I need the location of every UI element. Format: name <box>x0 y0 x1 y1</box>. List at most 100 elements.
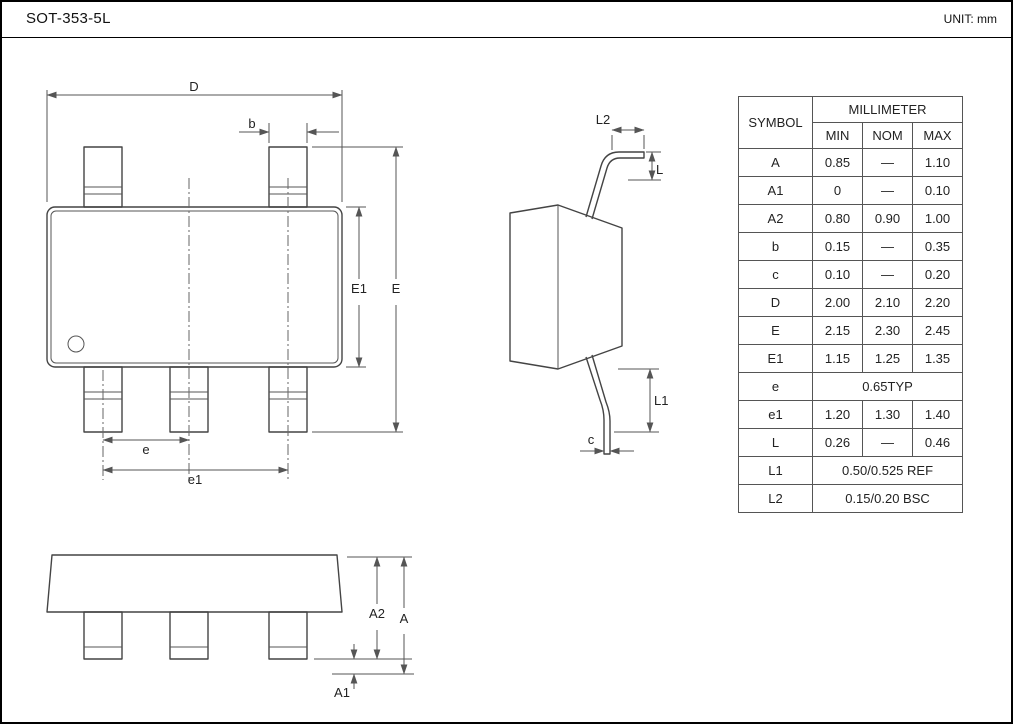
dim-value: 0.90 <box>862 204 913 233</box>
col-header-min: MIN <box>812 122 863 149</box>
dim-value: 1.40 <box>912 400 963 429</box>
dim-value: 0 <box>812 176 863 205</box>
pin <box>169 611 209 660</box>
dim-A2: A2 <box>369 556 385 660</box>
package-body-side <box>509 204 623 370</box>
package-title: SOT-353-5L <box>26 10 111 27</box>
col-header-max: MAX <box>912 122 963 149</box>
dim-value: 2.20 <box>912 288 963 317</box>
dim-value: 0.20 <box>912 260 963 289</box>
dim-symbol: E <box>738 316 813 345</box>
dim-symbol: A1 <box>738 176 813 205</box>
dim-b: b <box>239 116 339 143</box>
dim-value: 0.50/0.525 REF <box>812 456 963 485</box>
dim-symbol: L2 <box>738 484 813 513</box>
dim-symbol: e1 <box>738 400 813 429</box>
dim-value: 2.00 <box>812 288 863 317</box>
dim-value: — <box>862 260 913 289</box>
col-header-nom: NOM <box>862 122 913 149</box>
dim-value: 1.00 <box>912 204 963 233</box>
dim-label-A1: A1 <box>334 685 350 700</box>
dim-value: — <box>862 176 913 205</box>
dim-value: 1.20 <box>812 400 863 429</box>
dim-label-e1: e1 <box>188 472 202 487</box>
side-view: L2 L L1 c <box>509 112 668 455</box>
dim-E: E <box>312 146 403 433</box>
dim-A1: A1 <box>334 644 358 700</box>
pin <box>83 146 123 208</box>
dim-value: 0.26 <box>812 428 863 457</box>
dim-value: 0.10 <box>812 260 863 289</box>
dim-value: 2.45 <box>912 316 963 345</box>
top-view: D b E1 E <box>46 79 403 487</box>
dim-value: 1.10 <box>912 148 963 177</box>
dim-value: 0.46 <box>912 428 963 457</box>
dim-symbol: e <box>738 372 813 401</box>
dim-value: — <box>862 148 913 177</box>
dim-label-D: D <box>189 79 198 94</box>
dim-value: 1.25 <box>862 344 913 373</box>
dim-symbol: L1 <box>738 456 813 485</box>
pin <box>268 611 308 660</box>
dim-label-L2: L2 <box>596 112 610 127</box>
dim-symbol: c <box>738 260 813 289</box>
dim-symbol: D <box>738 288 813 317</box>
dim-E1: E1 <box>346 206 367 368</box>
pin <box>83 611 123 660</box>
top-pins <box>83 146 308 208</box>
dim-L1: L1 <box>614 368 668 433</box>
dim-label-c: c <box>588 432 595 447</box>
dim-c: c <box>580 432 634 455</box>
dim-label-L1: L1 <box>654 393 668 408</box>
dim-e: e <box>102 436 190 457</box>
front-view: A2 A A1 <box>46 554 414 700</box>
dim-value: 1.30 <box>862 400 913 429</box>
dim-value: 0.15/0.20 BSC <box>812 484 963 513</box>
dim-symbol: A2 <box>738 204 813 233</box>
package-body-top-inner <box>50 210 339 364</box>
dim-e1: e1 <box>102 466 289 487</box>
dim-L: L <box>628 151 663 181</box>
dim-symbol: E1 <box>738 344 813 373</box>
dim-value: 0.10 <box>912 176 963 205</box>
dim-label-L: L <box>656 162 663 177</box>
dim-label-A: A <box>400 611 409 626</box>
dim-label-E1: E1 <box>351 281 367 296</box>
dim-label-A2: A2 <box>369 606 385 621</box>
dim-value: 2.30 <box>862 316 913 345</box>
pin1-indicator-circle <box>67 335 85 353</box>
package-body-top <box>46 206 343 368</box>
dim-A: A <box>400 556 409 675</box>
dim-D: D <box>46 79 343 202</box>
dim-value: 1.35 <box>912 344 963 373</box>
dim-value: 2.10 <box>862 288 913 317</box>
dim-value: 0.85 <box>812 148 863 177</box>
unit-label: UNIT: mm <box>943 12 997 26</box>
dim-value: 0.35 <box>912 232 963 261</box>
front-pins <box>83 611 308 660</box>
dim-value: 2.15 <box>812 316 863 345</box>
title-bar: SOT-353-5L UNIT: mm <box>2 2 1011 38</box>
dim-value: 0.65TYP <box>812 372 963 401</box>
millimeter-header: MILLIMETER <box>812 96 963 123</box>
dim-value: — <box>862 428 913 457</box>
lead-top <box>585 151 645 220</box>
dim-L2: L2 <box>596 112 645 150</box>
package-body-front <box>46 554 343 613</box>
lead-bottom <box>585 354 611 455</box>
